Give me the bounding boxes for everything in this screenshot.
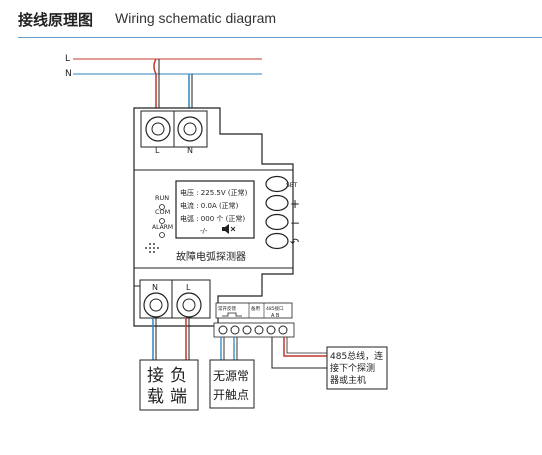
title-cn: 接线原理图 (18, 11, 94, 29)
minus-button-label: − (290, 216, 300, 230)
plus-button-label: + (290, 197, 300, 211)
mute-icon (222, 224, 236, 234)
aux-label-485: 485接口 (266, 305, 284, 312)
relay-line1: 无源常 (213, 369, 249, 383)
contact-symbol (222, 312, 242, 317)
bottom-terminal-n-label: N (152, 283, 158, 292)
bus-line3: 器或主机 (330, 374, 366, 386)
bus-wire-a (271, 337, 327, 369)
top-terminal-n-label: N (187, 146, 193, 155)
aux-label-feedback: 常开反馈 (218, 305, 236, 312)
line-n-label: N (65, 69, 72, 79)
header-rule (18, 37, 542, 38)
title-en: Wiring schematic diagram (115, 10, 277, 26)
top-terminal-l-inner (151, 122, 165, 136)
bus-line1: 485总线，连 (330, 350, 383, 362)
lcd-voltage: 电压 : 225.5V (正常) (180, 188, 248, 197)
line-l-label: L (65, 54, 70, 64)
bottom-terminal-n-inner (149, 298, 163, 312)
aux-screw-6 (278, 325, 288, 335)
lcd-status: -/- (200, 227, 208, 235)
back-button[interactable] (265, 232, 289, 250)
top-terminal-l-label: L (155, 146, 160, 155)
load-line2: 载端 (147, 387, 193, 407)
indicator-alarm-label: ALARM (152, 224, 173, 231)
aux-screw-2 (230, 325, 240, 335)
lcd-frame (175, 180, 255, 239)
indicator-com-led (159, 218, 165, 224)
device-name: 故障电弧探测器 (176, 250, 246, 263)
relay-box (209, 359, 255, 409)
set-button[interactable] (265, 175, 289, 193)
bottom-terminal-l-inner (182, 298, 196, 312)
indicator-alarm-led (159, 232, 165, 238)
bottom-terminal-l-label: L (186, 283, 191, 292)
lcd-arc: 电弧 : 000 个 (正常) (180, 214, 245, 223)
bus-box (326, 346, 388, 390)
aux-screw-3 (242, 325, 252, 335)
aux-terminal-labels (215, 302, 293, 319)
lcd-current: 电流 : 0.0A (正常) (180, 201, 239, 210)
back-button-label: ↶ (290, 236, 299, 249)
aux-label-spare: 备用 (251, 305, 260, 312)
load-line1: 接负 (147, 366, 193, 386)
indicator-com-label: COM (155, 208, 170, 216)
aux-label-ab: A B (271, 313, 280, 319)
bus-line2: 接下个探测 (330, 362, 375, 374)
aux-screw-5 (266, 325, 276, 335)
minus-button[interactable] (265, 213, 289, 231)
top-terminal-n-inner (183, 122, 197, 136)
set-button-label: SET (286, 182, 298, 189)
aux-screw-4 (254, 325, 264, 335)
relay-line2: 开触点 (213, 388, 249, 402)
header: 接线原理图 Wiring schematic diagram (0, 0, 542, 38)
indicator-run-led (159, 204, 165, 210)
buzzer-icon (145, 243, 159, 253)
aux-screw-1 (218, 325, 228, 335)
load-box (139, 359, 199, 411)
bus-wire-b-black (286, 337, 327, 354)
bus-wire-b (283, 337, 327, 357)
live-drop (153, 58, 157, 108)
indicator-run-label: RUN (155, 194, 169, 202)
plus-button[interactable] (265, 194, 289, 212)
